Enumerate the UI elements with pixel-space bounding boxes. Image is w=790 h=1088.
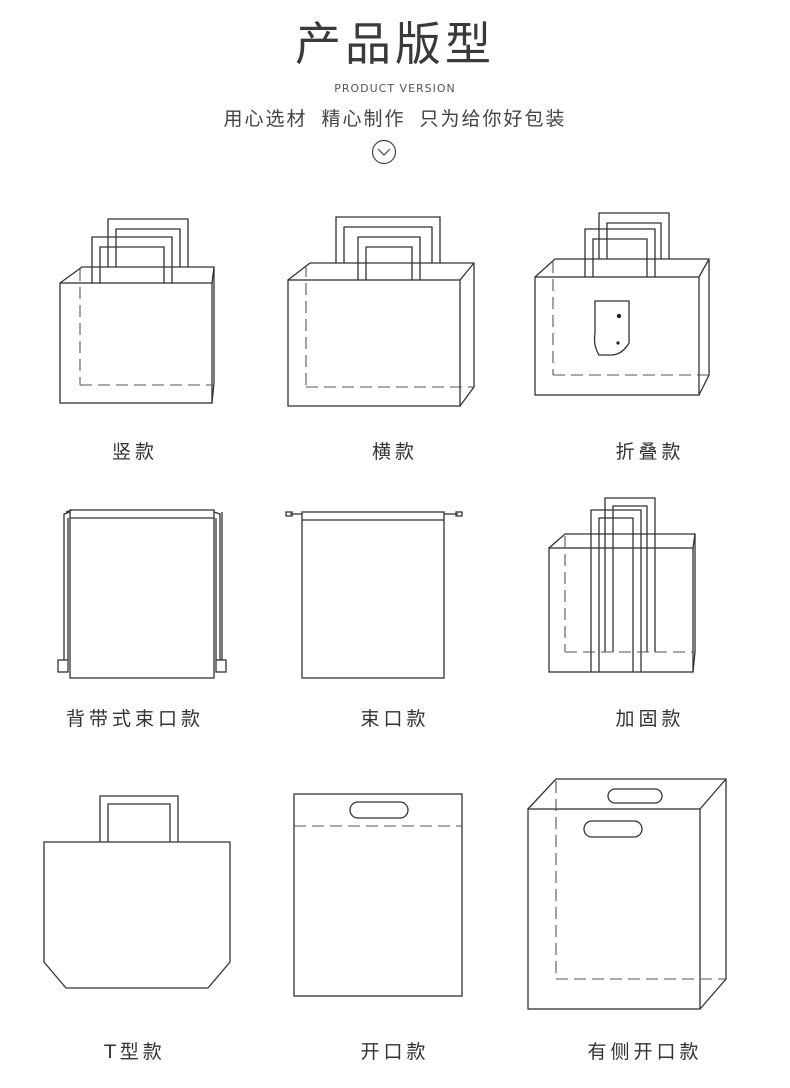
style-t-shape: T型款 xyxy=(10,790,260,1070)
backpack-drawstring-bag-diagram xyxy=(57,509,227,679)
style-label: T型款 xyxy=(104,1041,166,1063)
style-reinforced: 加固款 xyxy=(525,490,775,740)
style-folding: 折叠款 xyxy=(525,205,775,475)
vertical-bag-diagram xyxy=(59,218,215,404)
folding-bag-diagram xyxy=(534,212,710,396)
style-vertical: 竖款 xyxy=(10,205,260,475)
t-shape-bag-diagram xyxy=(43,795,231,989)
style-label: 加固款 xyxy=(615,708,685,730)
style-backpack-drawstring: 背带式束口款 xyxy=(10,500,260,740)
style-horizontal: 横款 xyxy=(270,205,520,475)
horizontal-bag-diagram xyxy=(287,216,475,407)
page-slogan: 用心选材 精心制作 只为给你好包装 xyxy=(223,108,567,130)
page-subtitle-en: PRODUCT VERSION xyxy=(334,82,456,95)
style-label: 竖款 xyxy=(111,441,158,463)
style-open-mouth: 开口款 xyxy=(270,790,520,1070)
reinforced-bag-diagram xyxy=(548,497,696,673)
side-open-bag-diagram xyxy=(527,778,727,1010)
style-label: 背带式束口款 xyxy=(65,708,204,730)
style-label: 横款 xyxy=(371,441,418,463)
style-label: 有侧开口款 xyxy=(587,1041,703,1063)
open-mouth-bag-diagram xyxy=(293,793,463,997)
style-drawstring: 束口款 xyxy=(270,500,520,740)
style-label: 折叠款 xyxy=(615,441,685,463)
chevron-down-circle-icon xyxy=(371,139,397,165)
style-label: 开口款 xyxy=(360,1041,430,1063)
style-side-open: 有侧开口款 xyxy=(520,775,770,1070)
drawstring-bag-diagram xyxy=(285,511,463,679)
style-label: 束口款 xyxy=(360,708,430,730)
page-title: 产品版型 xyxy=(295,17,495,71)
